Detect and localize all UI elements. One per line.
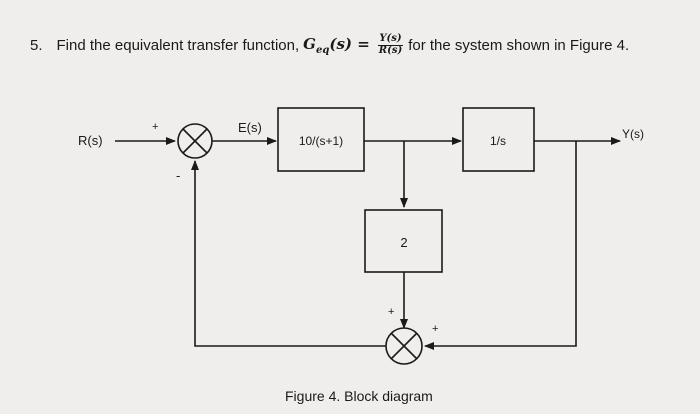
question-number: 5. (30, 36, 43, 54)
main-feedback-line (191, 160, 386, 347)
transfer-function-symbol: Geq(s) = (303, 34, 370, 56)
output-feedback-line (424, 141, 577, 350)
transfer-function-fraction: Y(s) R(s) (378, 33, 403, 56)
block-gain-label: 2 (400, 235, 407, 250)
input-label: R(s) (78, 133, 103, 148)
sign-top-plus: + (152, 121, 158, 133)
sign-inner-plus-top: + (388, 306, 394, 318)
block-forward (277, 107, 365, 172)
block-integrator-label: 1/s (490, 134, 506, 148)
question-text: 5. Find the equivalent transfer function… (30, 33, 630, 56)
question-prompt: Find the equivalent transfer function, (56, 36, 300, 54)
fraction-numerator: Y(s) (378, 33, 403, 46)
fraction-denominator: R(s) (378, 44, 403, 56)
sign-minus: - (176, 168, 180, 183)
figure-caption: Figure 4. Block diagram (285, 388, 433, 404)
question-suffix: for the system shown in Figure 4. (408, 36, 630, 54)
block-forward-label: 10/(s+1) (299, 134, 343, 148)
block-integrator (462, 107, 535, 172)
output-label: Y(s) (622, 127, 644, 141)
error-label: E(s) (238, 120, 262, 135)
sign-inner-plus-right: + (432, 323, 438, 335)
